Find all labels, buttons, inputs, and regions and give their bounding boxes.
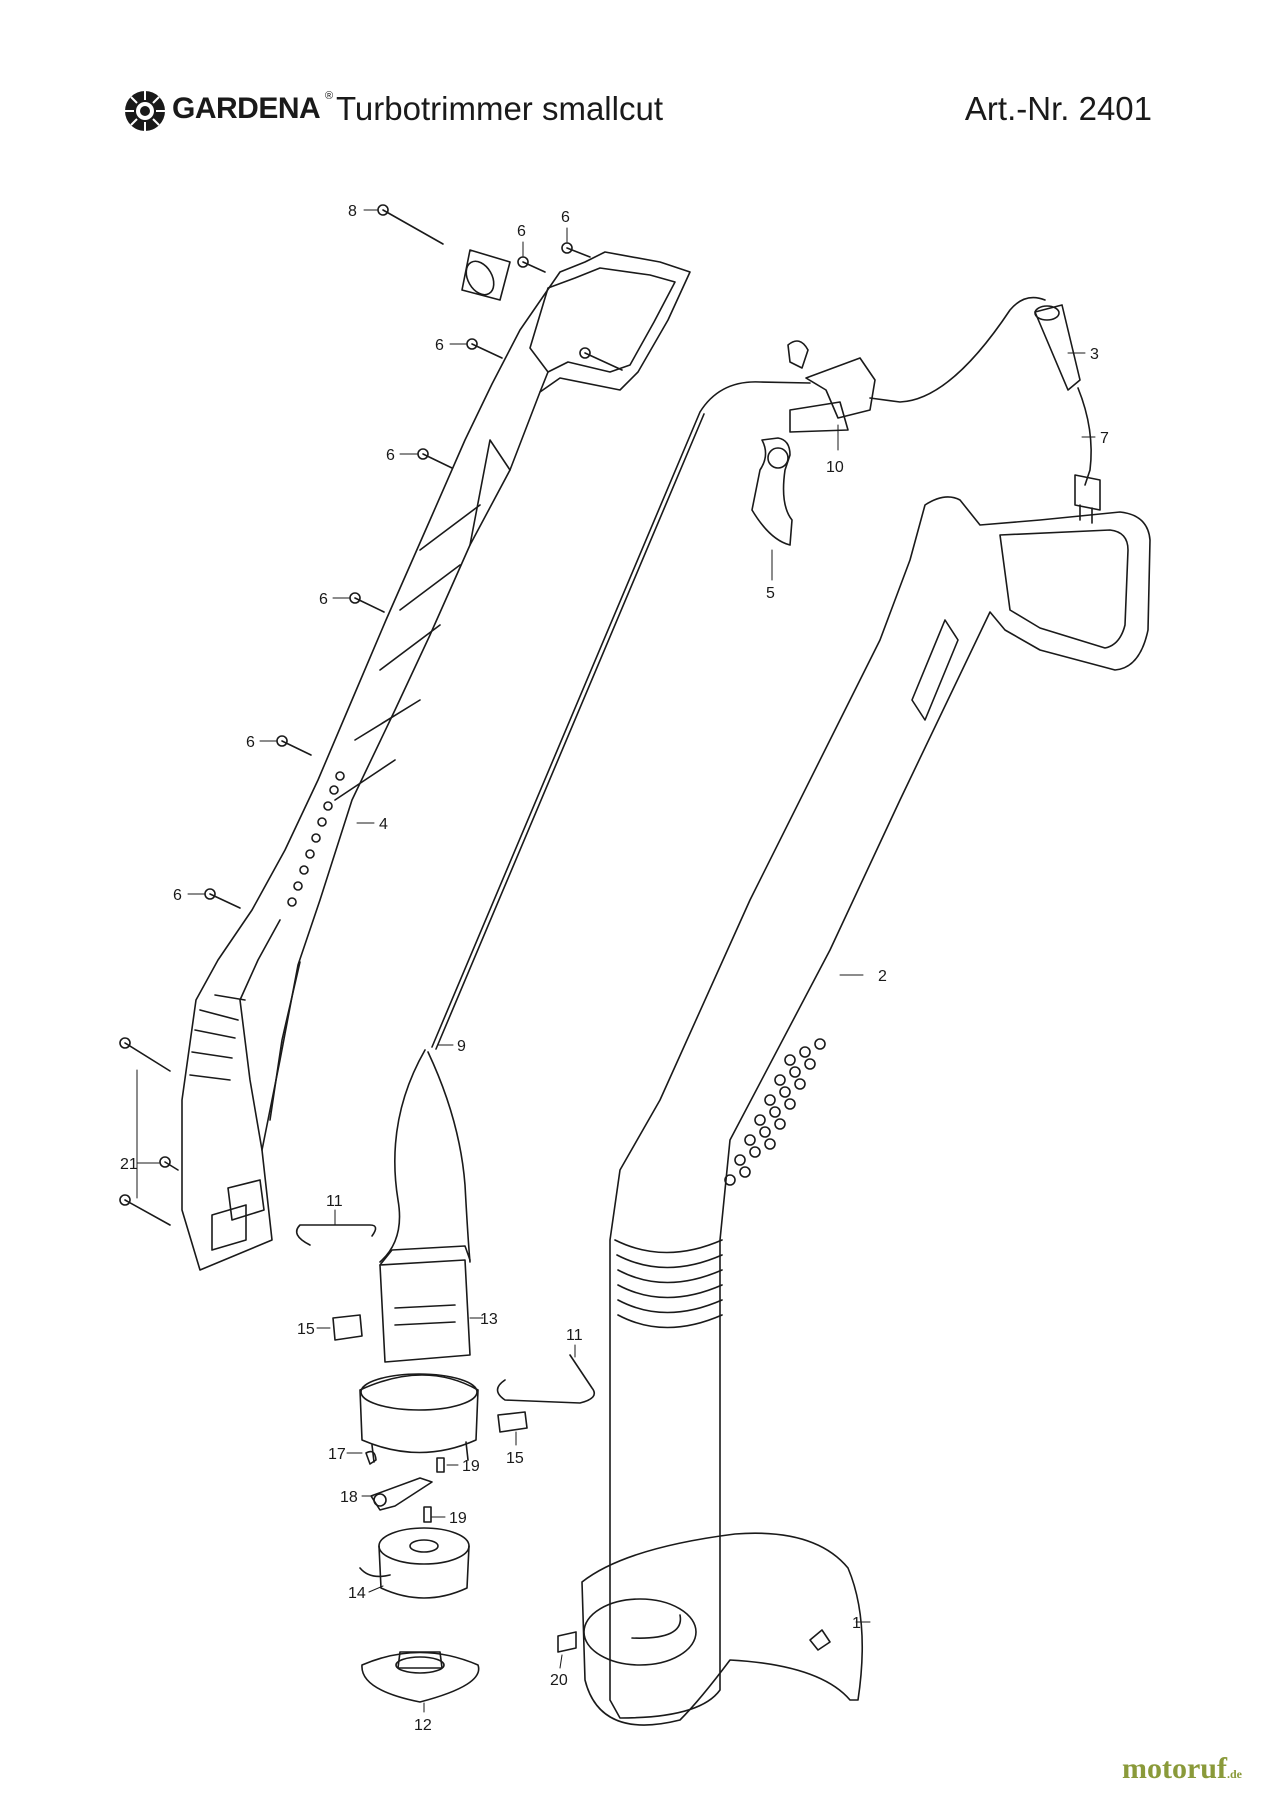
callout-18: 18: [340, 1489, 358, 1506]
housing-half-shell: [181, 249, 691, 1271]
watermark-footer: motoruf.de: [1122, 1752, 1242, 1786]
switch-unit: [787, 296, 1046, 433]
callout-15: 15: [297, 1321, 315, 1338]
callout-14: 14: [348, 1585, 366, 1602]
callout-9: 9: [457, 1038, 466, 1055]
article-number: Art.-Nr. 2401: [964, 90, 1152, 127]
product-title: Turbotrimmer smallcut: [336, 90, 663, 127]
power-cord: [1034, 304, 1101, 524]
callout-5: 5: [766, 585, 775, 602]
grass-guard: [581, 1532, 864, 1726]
callout-8: 8: [348, 203, 357, 220]
callout-11: 11: [566, 1327, 583, 1344]
handle-clip: [751, 437, 793, 546]
callout-17: 17: [328, 1446, 346, 1463]
screws: [119, 204, 623, 1226]
callout-2: 2: [878, 968, 887, 985]
motor: [359, 1245, 479, 1463]
callout-6: 6: [386, 447, 395, 464]
callout-12: 12: [414, 1717, 432, 1734]
small-fasteners: [365, 1450, 445, 1523]
watermark-tld: .de: [1227, 1767, 1242, 1781]
brand-registered-mark: ®: [325, 90, 334, 102]
callout-1: 1: [852, 1615, 861, 1632]
main-tube: [609, 496, 1151, 1719]
callout-20: 20: [550, 1672, 568, 1689]
spool-cover: [361, 1651, 480, 1703]
callout-10: 10: [826, 459, 844, 476]
callout-7: 7: [1100, 430, 1109, 447]
brand-name: GARDENA: [172, 92, 321, 125]
guard-insert: [557, 1631, 577, 1653]
callout-6: 6: [319, 591, 328, 608]
page-header: GARDENA ® Turbotrimmer smallcut Art.-Nr.…: [122, 86, 1152, 134]
watermark-site: motoruf: [1122, 1752, 1227, 1785]
callout-6: 6: [435, 337, 444, 354]
gardena-logo-icon: [125, 91, 165, 131]
callout-6: 6: [517, 223, 526, 240]
brush-blocks: [332, 1314, 528, 1433]
callout-6: 6: [173, 887, 182, 904]
callout-19: 19: [449, 1510, 467, 1527]
callout-21: 21: [120, 1156, 138, 1173]
line-spool: [359, 1527, 470, 1599]
callout-4: 4: [379, 816, 388, 833]
callout-15: 15: [506, 1450, 524, 1467]
callout-3: 3: [1090, 346, 1099, 363]
callout-6: 6: [246, 734, 255, 751]
callout-19: 19: [462, 1458, 480, 1475]
inner-cable: [379, 381, 811, 1263]
leader-lines: [136, 209, 1096, 1713]
callout-11: 11: [326, 1193, 343, 1210]
callout-6: 6: [561, 209, 570, 226]
callout-13: 13: [480, 1311, 498, 1328]
